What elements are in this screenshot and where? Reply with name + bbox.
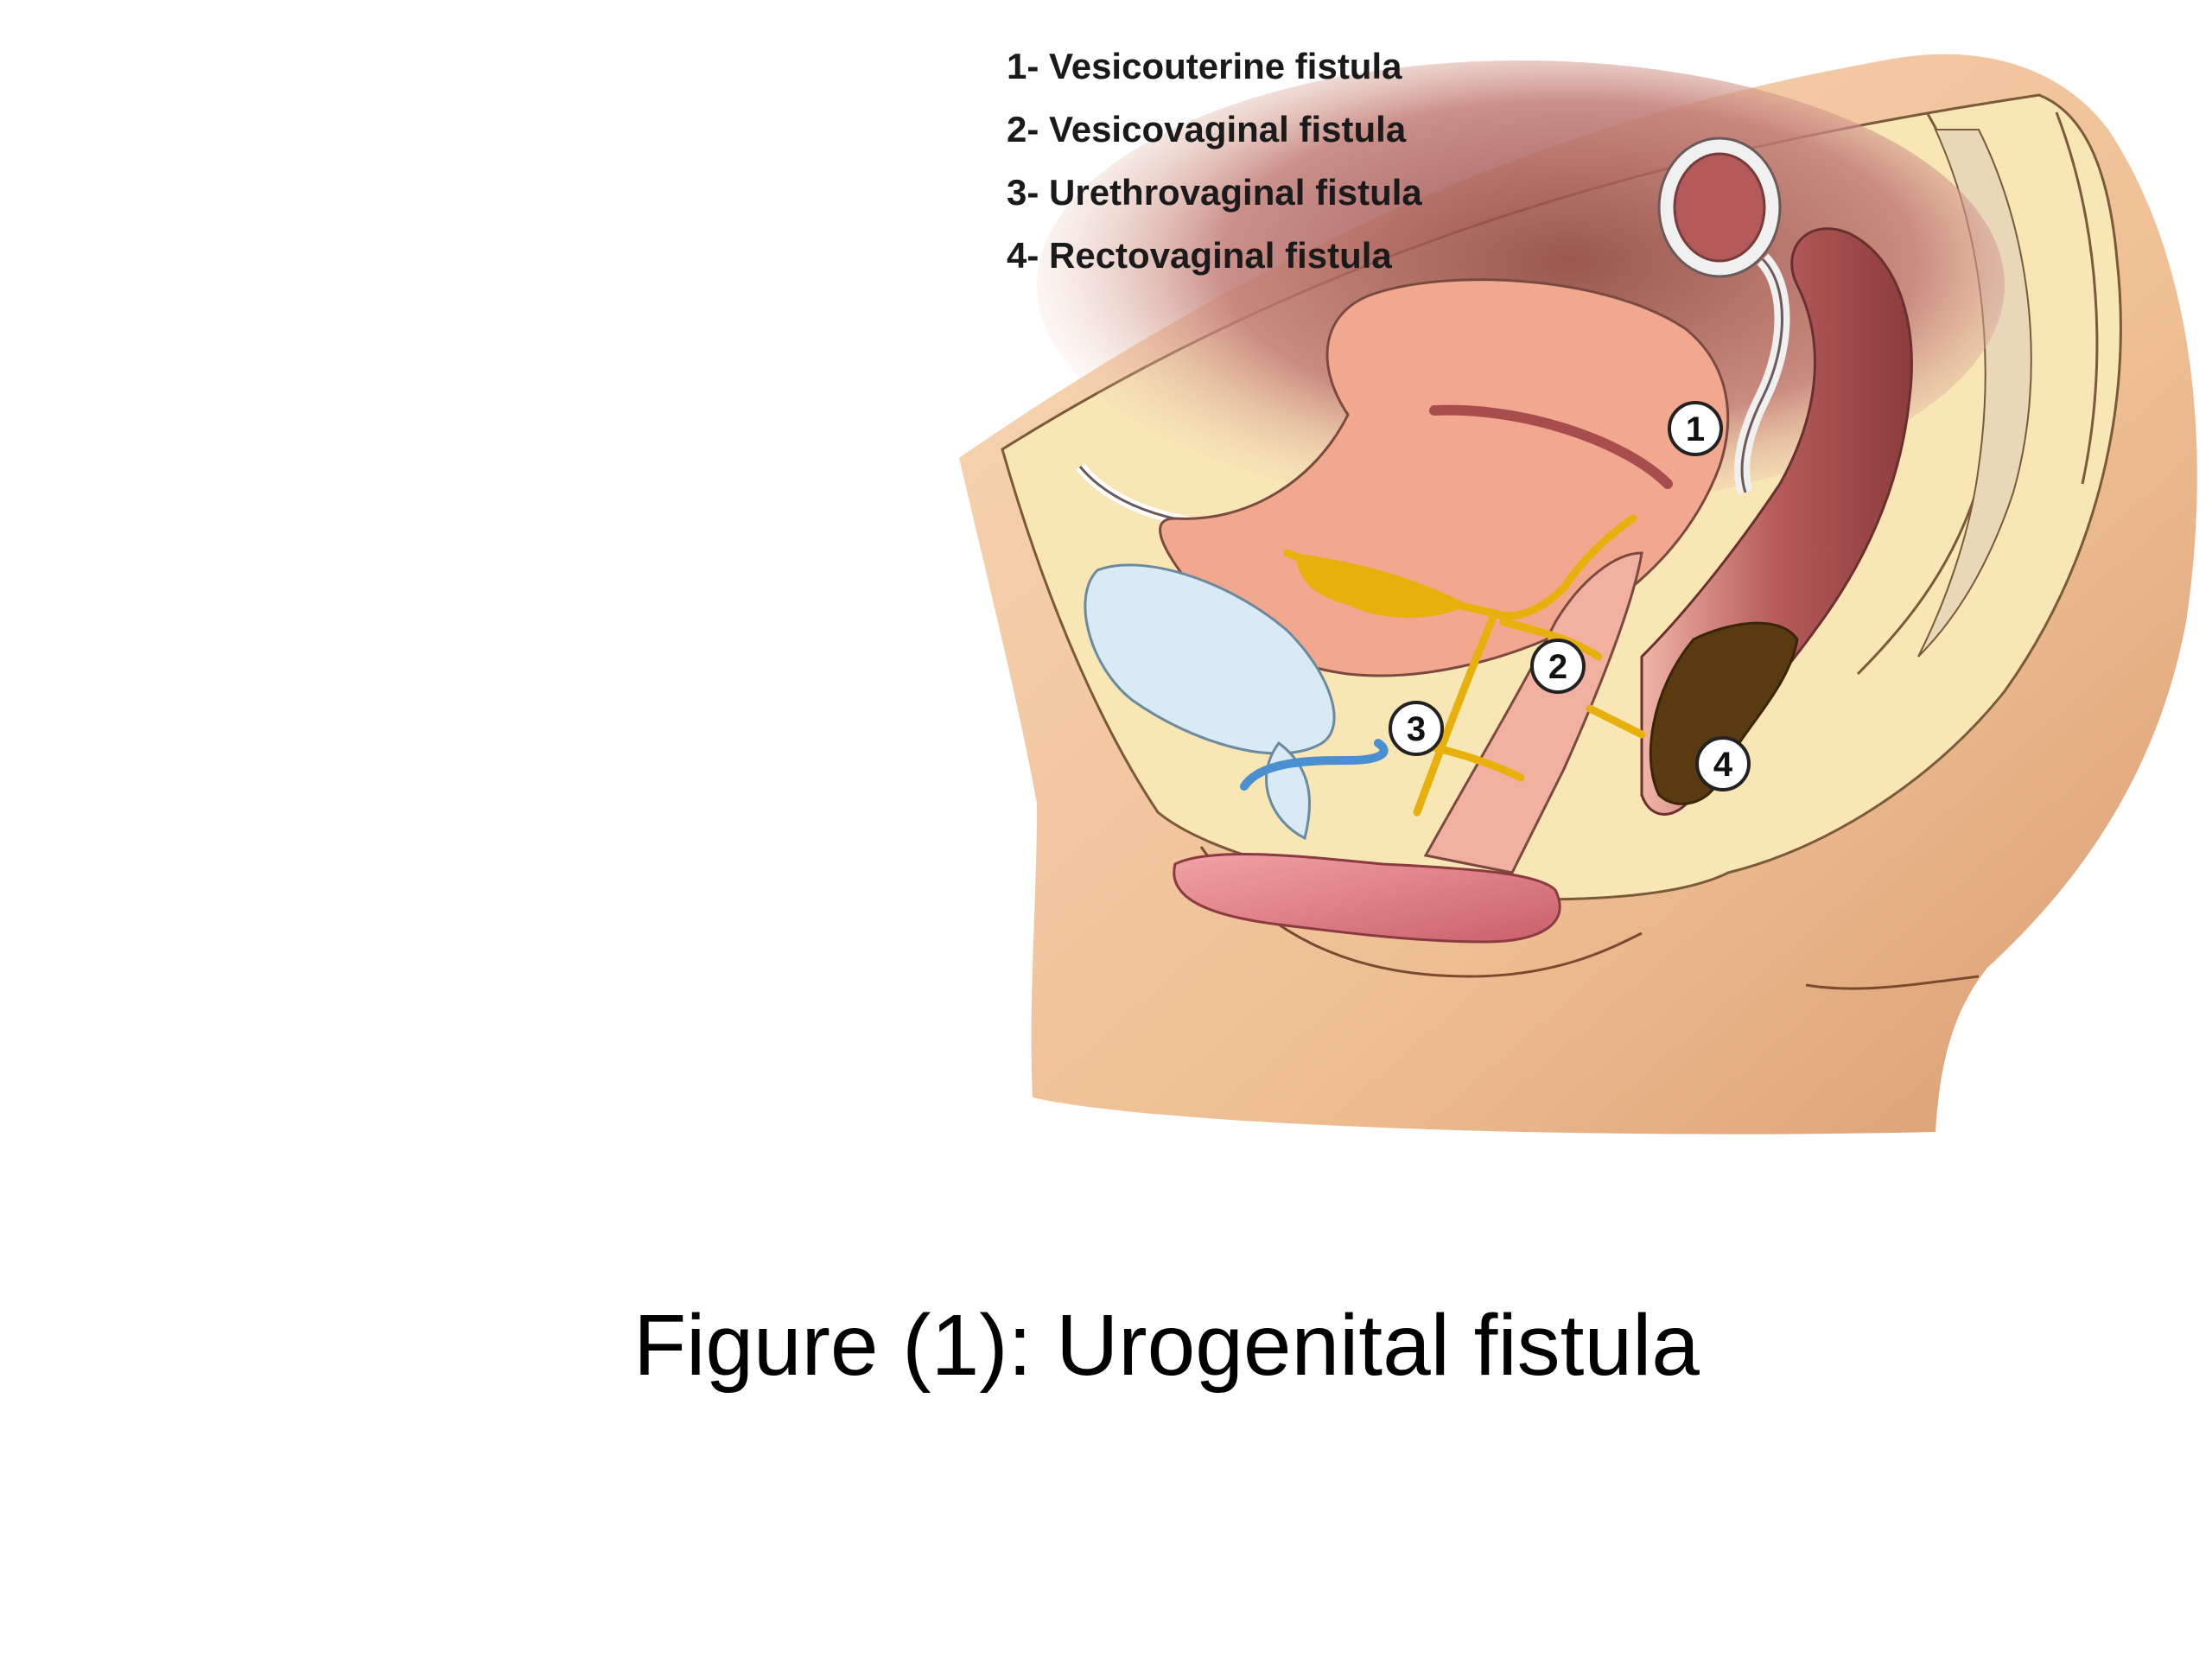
bladder [1084, 563, 1336, 755]
vagina [1423, 551, 1643, 874]
svg-text:4: 4 [1713, 746, 1733, 784]
callout-1: 1 [1668, 401, 1723, 456]
callout-4: 4 [1695, 736, 1751, 791]
svg-text:3: 3 [1407, 710, 1426, 748]
sigmoid-outline [1740, 257, 1783, 493]
svg-text:2: 2 [1548, 648, 1567, 686]
callout-2: 2 [1530, 639, 1586, 694]
legend-item-vesicovaginal: 2- Vesicovaginal fistula [1007, 109, 1407, 149]
svg-text:1: 1 [1686, 410, 1705, 448]
buttock-fold-line [1805, 975, 1980, 990]
fistula-legend: 1- Vesicouterine fistula 2- Vesicovagina… [1007, 35, 1611, 287]
urethra [1240, 739, 1389, 791]
figure-caption: Figure (1): Urogenital fistula [633, 1297, 1700, 1394]
bowel-loop-inner [1673, 152, 1766, 263]
fistula-network [1283, 514, 1646, 817]
pelvic-anatomy-illustration: 1 2 3 4 [959, 54, 2197, 1135]
uterine-cavity [1429, 404, 1673, 489]
legend-item-vesicouterine: 1- Vesicouterine fistula [1007, 46, 1402, 86]
legend-item-urethrovaginal: 3- Urethrovaginal fistula [1007, 172, 1422, 213]
back-line [2055, 111, 2099, 485]
callout-3: 3 [1389, 701, 1444, 756]
labia [1173, 852, 1561, 944]
fistula-blob [1296, 553, 1469, 618]
legend-item-rectovaginal: 4- Rectovaginal fistula [1007, 235, 1392, 276]
